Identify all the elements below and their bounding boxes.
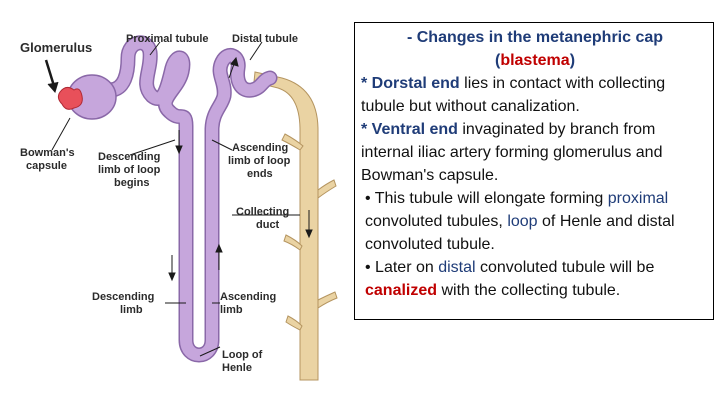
text-elongate-mid: convoluted tubules, [365,213,508,230]
label-descending-limb-begins-line1: Descending [98,151,160,163]
label-ascending-limb-line1: Ascending [220,291,276,303]
label-loop-of-henle-line1: Loop of [222,349,263,361]
label-ascending-limb-ends-line2: limb of loop [228,155,291,167]
nephron-svg: Glomerulus Proximal tubule Distal tubule… [20,33,338,381]
nephron-diagram: Glomerulus Proximal tubule Distal tubule… [0,0,345,405]
panel-heading: - Changes in the metanephric cap (blaste… [361,26,709,72]
term-distal: distal [438,259,476,276]
term-canalized: canalized [365,282,438,299]
bullet-tubule-elongate: • This tubule will elongate forming prox… [361,187,709,256]
term-dorsal-end: * Dorstal end [361,75,460,92]
label-bowmans-capsule-line2: capsule [26,160,67,172]
nephron-tubule-shape [102,35,278,363]
bullet-distal-canalized: • Later on distal convoluted tubule will… [361,256,709,302]
paragraph-ventral-end: * Ventral end invaginated by branch from… [361,118,709,187]
panel-heading-open: ( [494,52,501,69]
term-loop: loop [507,213,538,230]
label-ascending-limb-ends-line1: Ascending [232,142,288,154]
text-later-mid: convoluted tubule will be [475,259,655,276]
panel-heading-blastema: blastema [500,52,570,69]
label-collecting-duct-line2: duct [256,219,280,231]
label-glomerulus: Glomerulus [20,40,92,55]
label-ascending-limb-ends-line3: ends [247,168,273,180]
term-ventral-end: * Ventral end [361,121,458,138]
text-later-pre: • Later on [365,259,439,276]
label-proximal-tubule: Proximal tubule [126,33,209,45]
text-elongate-pre: • This tubule will elongate forming [365,190,608,207]
flow-arrows [168,56,313,282]
text-dorsal-end: lies in contact with collecting tubule b… [361,75,666,115]
glomerulus-shape [57,86,83,110]
term-proximal: proximal [607,190,669,207]
label-descending-limb-line1: Descending [92,291,154,303]
text-ventral-end: invaginated by branch from internal ilia… [361,121,663,184]
label-loop-of-henle-line2: Henle [222,362,252,374]
text-later-post: with the collecting tubule. [437,282,621,299]
label-bowmans-capsule-line1: Bowman's [20,147,75,159]
label-ascending-limb-line2: limb [220,304,243,316]
panel-heading-text: - Changes in the metanephric cap [406,29,664,46]
description-panel: - Changes in the metanephric cap (blaste… [354,22,714,320]
leader-lines [44,41,300,357]
label-descending-limb-begins-line3: begins [114,177,149,189]
text-elongate-post: of Henle and distal convoluted tubule. [365,213,675,253]
panel-heading-close: ) [569,52,576,69]
label-descending-limb-begins-line2: limb of loop [98,164,161,176]
label-descending-limb-line2: limb [120,304,143,316]
label-distal-tubule: Distal tubule [232,33,298,45]
paragraph-dorsal-end: * Dorstal end lies in contact with colle… [361,72,709,118]
label-collecting-duct-line1: Collecting [236,206,289,218]
